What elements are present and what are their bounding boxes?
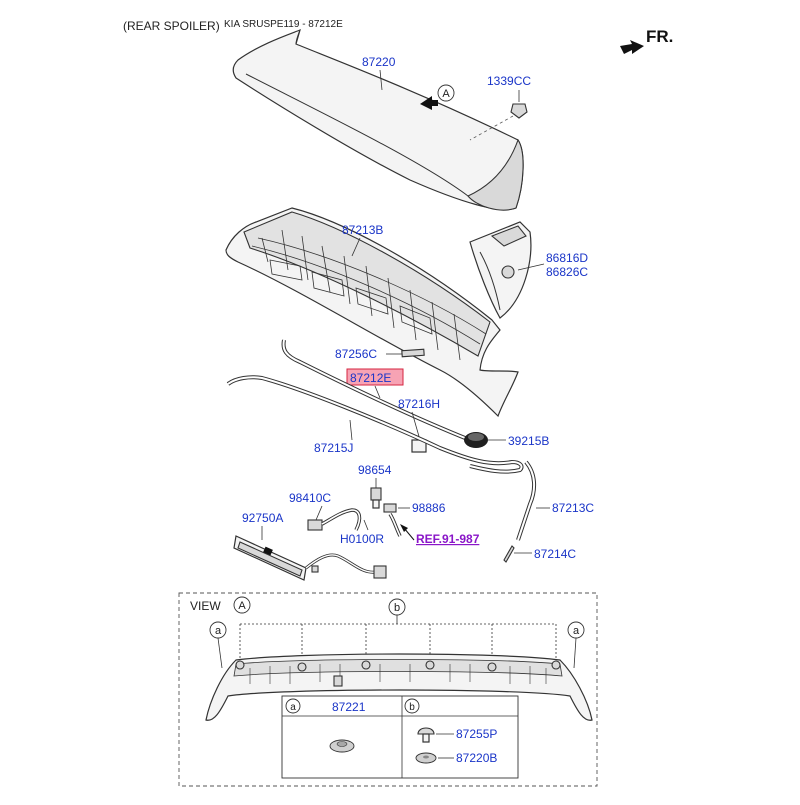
- leader-H0100R: [363, 519, 369, 531]
- spoiler-underside-view: [205, 653, 593, 721]
- pad-87256C: [401, 348, 425, 358]
- view-marker-A-circle: [437, 84, 455, 102]
- front-direction-label: FR.: [646, 27, 673, 46]
- leader-nut-dashed: [469, 115, 514, 141]
- callout-86826C: 86826C: [546, 265, 588, 279]
- reference-link-91-987[interactable]: REF.91-987: [416, 532, 480, 546]
- check-valve-98886: [383, 503, 397, 513]
- table-a-circle: [285, 698, 301, 714]
- diagram-subtitle: KIA SRUSPE119 - 87212E: [224, 19, 343, 30]
- table-b-circle: [404, 698, 420, 714]
- callout-98410C: 98410C: [289, 491, 331, 505]
- table-a-letter: a: [290, 702, 296, 713]
- nut-1339CC: [510, 103, 528, 119]
- view-marker-A-label: A: [442, 88, 450, 100]
- callout-92750A: 92750A: [242, 511, 283, 525]
- connector-98410C: [307, 508, 362, 531]
- callout-H0100R: H0100R: [340, 532, 384, 546]
- leader-87220: [379, 69, 383, 91]
- table-a-part: 87221: [332, 700, 366, 714]
- table-b-part-2: 87220B: [456, 751, 497, 765]
- front-arrow-icon: [620, 40, 644, 54]
- leader-87215J: [349, 419, 353, 441]
- leader-86816D: [517, 263, 545, 271]
- callout-87220: 87220: [362, 55, 396, 69]
- molding-87215J-inner: [227, 376, 523, 473]
- callout-98886: 98886: [412, 501, 446, 515]
- callout-87212E: 87212E: [350, 371, 391, 385]
- callout-1339CC: 1339CC: [487, 74, 531, 88]
- clip-87221: [329, 739, 355, 753]
- callout-86816D: 86816D: [546, 251, 588, 265]
- leader-87212E: [374, 385, 381, 399]
- marker-a-label-right: a: [573, 625, 580, 637]
- rivet-87255P: [417, 727, 435, 743]
- callout-39215B: 39215B: [508, 434, 549, 448]
- leader-a-right: [573, 637, 577, 669]
- grommet-39215B-top: [468, 433, 484, 441]
- callout-87215J: 87215J: [314, 441, 353, 455]
- diagram-title: (REAR SPOILER): [123, 19, 220, 33]
- callout-87213C: 87213C: [552, 501, 594, 515]
- brake-lamp-92750A: [233, 535, 387, 581]
- hose-98886-inner: [389, 513, 401, 537]
- washer-87220B: [415, 752, 437, 764]
- callout-98654: 98654: [358, 463, 392, 477]
- reference-arrow-icon: [400, 524, 408, 532]
- parts-table: [281, 695, 519, 779]
- callout-87213B: 87213B: [342, 223, 383, 237]
- marker-b-label-top: b: [394, 602, 400, 614]
- marker-a-label-left: a: [215, 625, 222, 637]
- view-a-title: VIEW: [190, 599, 221, 613]
- weatherstrip-87212E-inner: [282, 339, 471, 441]
- callout-87256C: 87256C: [335, 347, 377, 361]
- callout-87214C: 87214C: [534, 547, 576, 561]
- view-a-letter: A: [238, 600, 246, 612]
- bracket-86816D: [469, 221, 532, 319]
- trim-87213C-inner: [517, 461, 536, 541]
- spoiler-upper-87220: [232, 28, 524, 211]
- highlight-87212E-box: [346, 368, 404, 386]
- inner-panel-87213B: [225, 207, 519, 418]
- nozzle-98654: [370, 487, 382, 509]
- table-b-letter: b: [409, 702, 415, 713]
- leader-87216H: [411, 411, 421, 441]
- view-a-frame: [178, 592, 598, 787]
- view-a-letter-circle: [233, 596, 251, 614]
- leader-87213B: [351, 237, 361, 257]
- leader-a-left: [217, 637, 223, 669]
- piece-87214C: [503, 545, 515, 563]
- view-direction-arrow-icon: [420, 96, 438, 110]
- callout-87216H: 87216H: [398, 397, 440, 411]
- leader-98410C: [315, 505, 323, 521]
- table-b-part-1: 87255P: [456, 727, 497, 741]
